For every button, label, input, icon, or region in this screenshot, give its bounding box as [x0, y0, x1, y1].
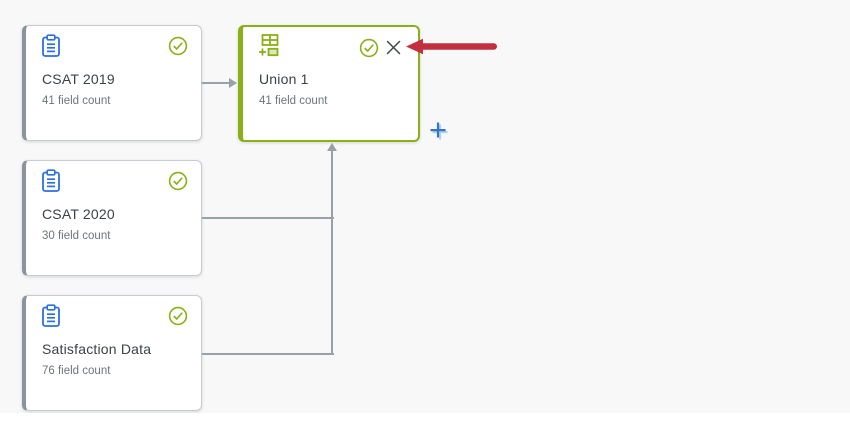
union-node[interactable]: Union 1 41 field count — [238, 25, 420, 142]
close-x-icon[interactable] — [385, 39, 402, 56]
connector-csat2020-to-union — [202, 217, 334, 219]
clipboard-icon — [40, 34, 62, 58]
source-node-satisfaction-data[interactable]: Satisfaction Data 76 field count — [22, 295, 202, 411]
connector-arrowhead-right — [229, 78, 237, 88]
clipboard-icon — [40, 304, 62, 328]
connector-vertical-merge — [331, 149, 333, 355]
add-node-plus-button[interactable]: + — [428, 112, 448, 147]
node-field-count: 76 field count — [42, 365, 111, 377]
node-field-count: 41 field count — [42, 95, 111, 107]
node-title: CSAT 2020 — [42, 206, 115, 222]
union-table-icon — [258, 34, 280, 58]
connector-csat2019-to-union — [202, 82, 231, 84]
node-title: Satisfaction Data — [42, 341, 152, 357]
page-footer-area — [0, 413, 850, 425]
node-title: Union 1 — [259, 71, 309, 87]
check-circle-icon — [168, 36, 188, 56]
check-circle-icon — [168, 306, 188, 326]
confirm-check-circle-icon[interactable] — [359, 38, 379, 58]
check-circle-icon — [168, 171, 188, 191]
source-node-csat-2020[interactable]: CSAT 2020 30 field count — [22, 160, 202, 276]
source-node-csat-2019[interactable]: CSAT 2019 41 field count — [22, 25, 202, 141]
connector-satisfaction-to-union — [202, 353, 334, 355]
annotation-red-arrow — [399, 36, 501, 57]
node-field-count: 41 field count — [259, 95, 328, 107]
node-title: CSAT 2019 — [42, 71, 115, 87]
node-field-count: 30 field count — [42, 230, 111, 242]
connector-arrowhead-up — [327, 143, 337, 151]
clipboard-icon — [40, 169, 62, 193]
